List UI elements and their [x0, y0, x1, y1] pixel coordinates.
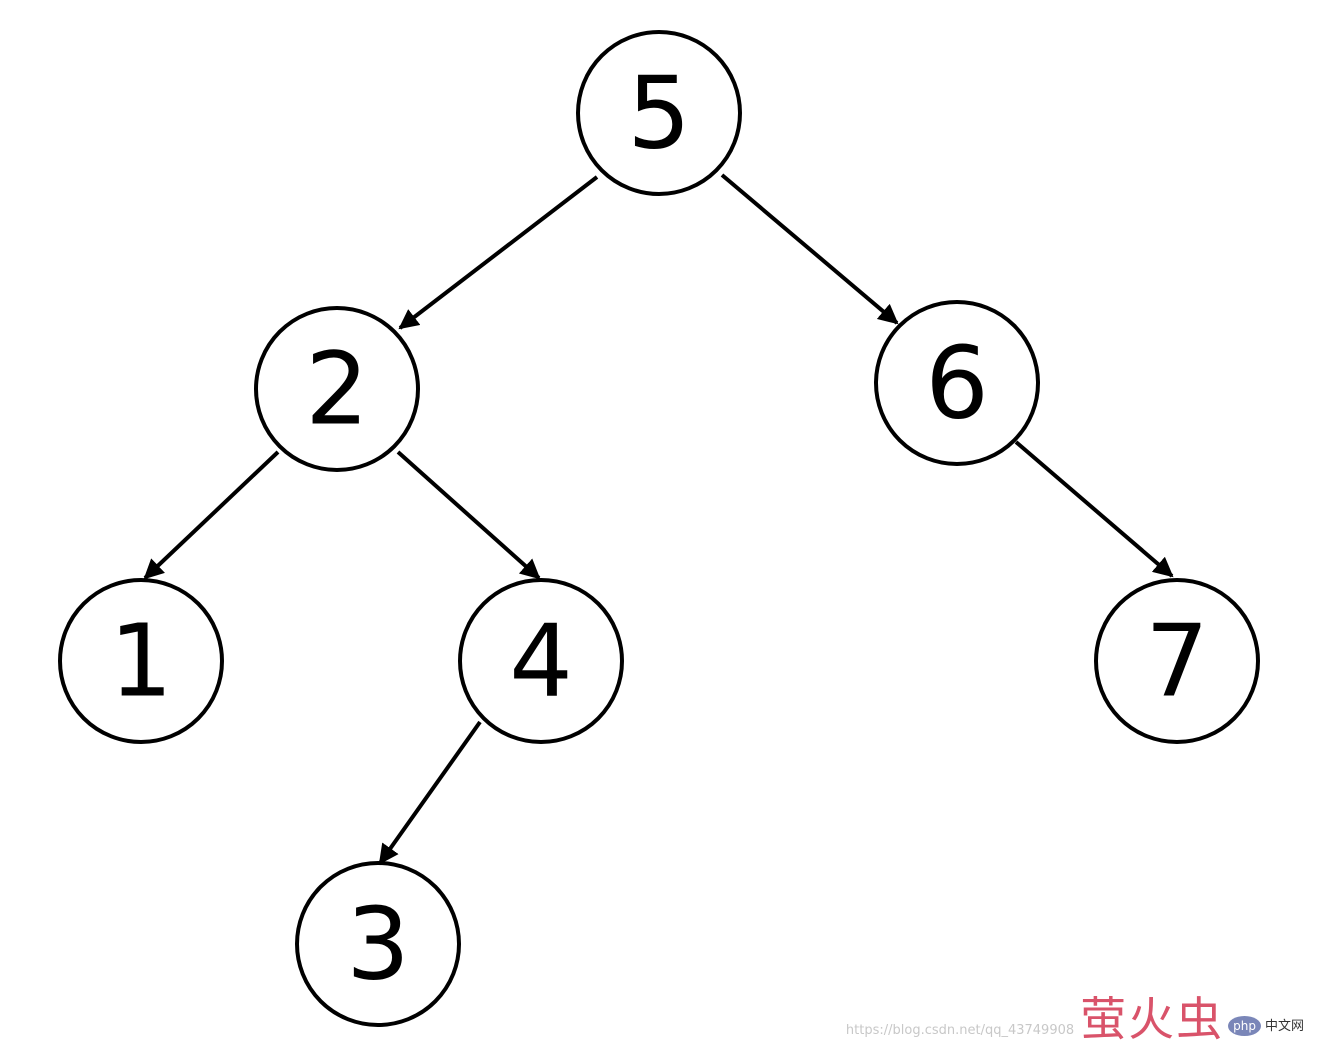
watermark-logo-text: 萤火虫: [1080, 992, 1225, 1046]
edge-2-to-4: [396, 450, 541, 580]
edge-2-to-1: [143, 450, 280, 580]
node-circle: [254, 306, 420, 472]
node-circle: [295, 861, 461, 1027]
tree-node: 7: [1094, 578, 1260, 744]
watermark-site-text: 中文网: [1264, 1019, 1304, 1034]
node-label: 4: [509, 603, 573, 720]
watermark-logo: 萤火虫 php 中文网: [1080, 996, 1304, 1042]
edge-6-to-7: [1014, 440, 1174, 578]
edge-5-to-2: [398, 175, 599, 330]
edges: [143, 173, 1174, 865]
node-circle: [576, 30, 742, 196]
node-label: 6: [925, 325, 989, 442]
edge-4-to-3: [378, 720, 482, 865]
tree-node: 4: [458, 578, 624, 744]
node-circle: [874, 300, 1040, 466]
node-label: 1: [109, 603, 173, 720]
tree-node: 5: [576, 30, 742, 196]
tree-node: 1: [58, 578, 224, 744]
watermark: https://blog.csdn.net/qq_43749908 萤火虫 ph…: [846, 996, 1304, 1042]
node-circle: [58, 578, 224, 744]
tree-node: 3: [295, 861, 461, 1027]
node-label: 5: [627, 55, 691, 172]
node-label: 3: [346, 886, 410, 1003]
php-badge-icon: php: [1228, 1016, 1261, 1036]
edge-5-to-6: [720, 173, 899, 325]
node-label: 2: [305, 331, 369, 448]
watermark-url: https://blog.csdn.net/qq_43749908: [845, 1023, 1075, 1038]
node-circle: [1094, 578, 1260, 744]
tree-node: 2: [254, 306, 420, 472]
node-circle: [458, 578, 624, 744]
tree-node: 6: [874, 300, 1040, 466]
node-label: 7: [1145, 603, 1209, 720]
